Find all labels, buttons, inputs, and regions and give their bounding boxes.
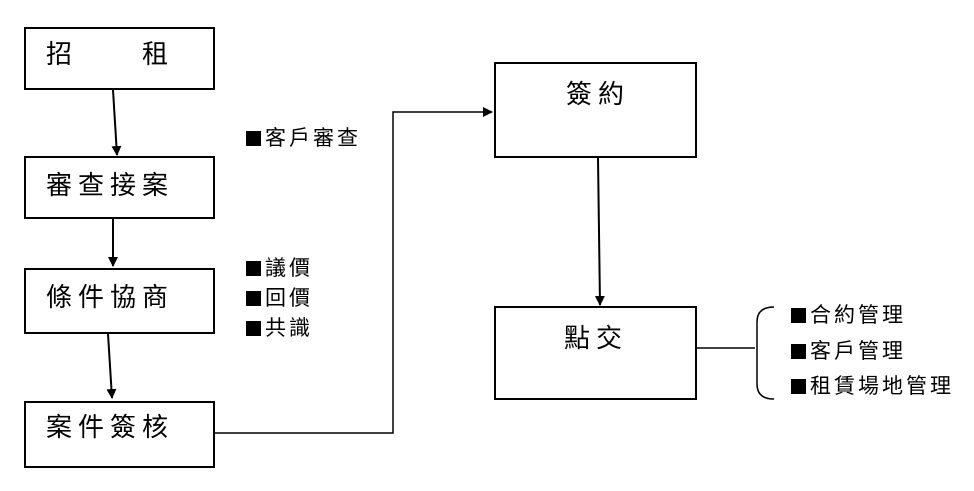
square-bullet-icon [246, 261, 261, 276]
square-bullet-icon [246, 321, 261, 336]
box-handover-label: 點交 [564, 324, 629, 354]
square-bullet-icon [791, 308, 806, 323]
square-bullet-icon [791, 379, 806, 394]
square-bullet-icon [246, 291, 261, 306]
arrow-recruit-to-review [111, 89, 122, 156]
box-sign [494, 62, 697, 158]
square-bullet-icon [791, 344, 806, 359]
box-handover [494, 306, 697, 400]
handover-brace [756, 306, 775, 400]
note-negotiate-item: 議價 [246, 255, 313, 281]
arrow-sign-to-handover [594, 157, 605, 306]
box-recruit [24, 27, 215, 90]
box-review [24, 156, 215, 219]
note-review-item: 客戶審查 [246, 125, 361, 151]
box-review-label: 審查接案 [46, 171, 175, 201]
note-negotiate-item: 共識 [246, 315, 313, 341]
box-negotiate-label: 條件協商 [46, 283, 175, 313]
note-handover-item: 租賃場地管理 [791, 373, 954, 399]
note-negotiate-item: 回價 [246, 285, 313, 311]
note-handover-item: 合約管理 [791, 302, 906, 328]
box-approve-label: 案件簽核 [46, 413, 175, 443]
arrow-negotiate-to-approve [106, 333, 117, 399]
box-negotiate [24, 268, 215, 334]
box-sign-label: 簽約 [566, 80, 631, 110]
arrow-approve-to-sign [213, 107, 493, 434]
box-approve [24, 401, 215, 468]
box-recruit-label: 招 租 [46, 40, 175, 70]
square-bullet-icon [246, 131, 261, 146]
note-handover-item: 客戶管理 [791, 338, 906, 364]
